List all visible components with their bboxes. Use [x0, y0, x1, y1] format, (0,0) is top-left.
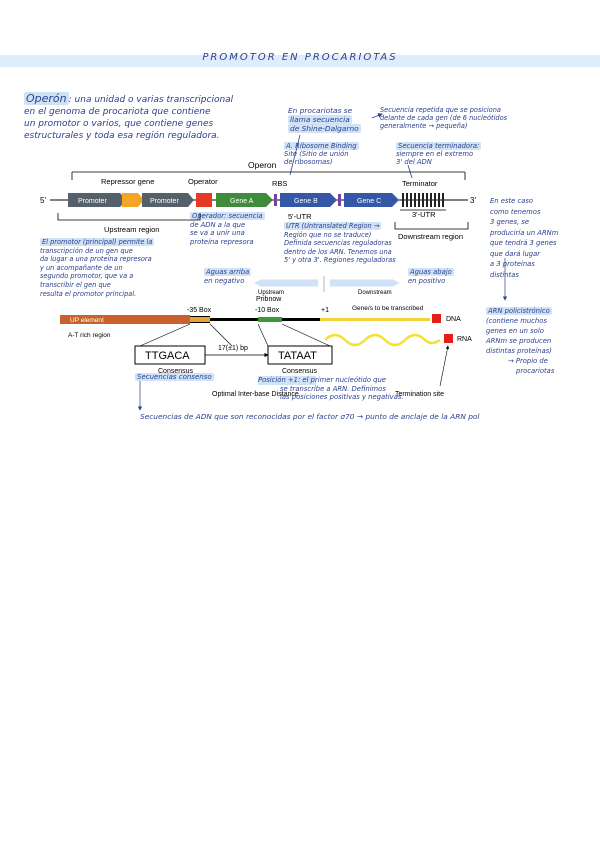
- promoter-label-1: Promoter: [78, 198, 107, 205]
- utr-note: UTR (Untranslated Region → Región que no…: [284, 222, 396, 265]
- up-element-box: [60, 315, 190, 324]
- arrow-to-rbs: [289, 134, 301, 176]
- promoter-box-1: [68, 193, 127, 207]
- terminator-label: Terminator: [402, 179, 438, 188]
- inter-base-label: Optimal Inter-base Distance: [212, 391, 299, 398]
- header-band: [0, 55, 600, 67]
- three-prime-label: 3': [470, 196, 476, 205]
- plus1-label: +1: [321, 307, 329, 314]
- operon-label: Operon: [248, 160, 277, 170]
- arn-policistronico-note: ARN policistrónico (contiene muchos gene…: [486, 307, 555, 375]
- dna-label: DNA: [446, 316, 461, 323]
- seq35-text: TTGACA: [145, 350, 190, 362]
- downstream-region-label: Downstream region: [398, 232, 463, 241]
- minus10-label: -10 Box: [255, 307, 280, 314]
- intro-line-1: en el genoma de procariota que contiene: [24, 107, 211, 117]
- operator-box: [196, 193, 212, 207]
- termination-label: Termination site: [395, 391, 444, 398]
- at-rich-label: A-T rich region: [68, 332, 111, 339]
- terminator-note: Secuencia terminadora: siempre en el ext…: [396, 142, 482, 166]
- repressor-gene-label: Repressor gene: [101, 177, 154, 186]
- utr3-label: 3'-UTR: [412, 210, 436, 219]
- gene-c-label: Gene C: [357, 198, 381, 205]
- intro-line-0: Operón: una unidad o varias transcripcio…: [24, 92, 234, 105]
- consensus-note: Secuencias consenso: [135, 373, 214, 381]
- rna-label: RNA: [457, 336, 472, 343]
- rna-end-box: [444, 334, 453, 343]
- upstream-label: Upstream: [258, 290, 284, 296]
- promoter-label-2: Promoter: [150, 198, 179, 205]
- rbs-note: A. Ribosome Binding Site (Sitio de unión…: [284, 142, 359, 166]
- minus35-box: [190, 317, 210, 322]
- repeats-note: Secuencia repetida que se posiciona dela…: [380, 106, 508, 130]
- gene-b-label: Gene B: [294, 198, 318, 205]
- bottom-note: Secuencias de ADN que son reconocidas po…: [140, 412, 480, 421]
- up-element-label: UP element: [70, 317, 104, 324]
- right-genes-note: En este caso como tenemos 3 genes, se pr…: [490, 197, 559, 279]
- downstream-label: Downstream: [358, 290, 392, 296]
- intro-line-2: un promotor o varios, que contiene genes: [24, 119, 214, 129]
- intro-line-3: estructurales y toda esa región regulado…: [24, 131, 220, 141]
- position-note: Posición +1: el primer nucleótido que se…: [258, 376, 404, 401]
- minus10-box: [258, 317, 282, 322]
- operator-label: Operator: [188, 177, 218, 186]
- termination-box: [432, 314, 441, 323]
- genes-label: Gene/s to be transcribed: [352, 305, 424, 312]
- downstream-note: Aguas abajo en positivo: [408, 268, 454, 285]
- page-title: PROMOTOR EN PROCARIOTAS: [202, 52, 398, 63]
- promoter-box-2: [142, 193, 194, 207]
- consensus-label-10: Consensus: [282, 368, 318, 375]
- spacing-label: 17(±1) bp: [218, 345, 248, 352]
- minus35-label: -35 Box: [187, 307, 212, 314]
- five-prime-label: 5': [40, 196, 46, 205]
- arrow-shine-to-repeats: [371, 113, 383, 119]
- utr5-label: 5'-UTR: [288, 212, 312, 221]
- shine-dalgarno-note: En procariotas se llama secuencia de Shi…: [288, 106, 361, 133]
- intro-term: Operón: [24, 92, 69, 105]
- gene-a-box: [216, 193, 273, 207]
- gene-b-box: [280, 193, 337, 207]
- gene-a-label: Gene A: [230, 198, 254, 205]
- seq10-text: TATAAT: [278, 350, 317, 362]
- consensus-label-35: Consensus: [158, 368, 194, 375]
- terminator-bars: [402, 193, 444, 207]
- operator-note: Operador: secuencia de ADN a la que se v…: [190, 212, 265, 246]
- arrow-to-terminator: [407, 164, 413, 179]
- rna-wave: [324, 333, 441, 347]
- upstream-region-label: Upstream region: [104, 225, 159, 234]
- rbs-label: RBS: [272, 179, 287, 188]
- repressor-gene-box: [122, 193, 144, 207]
- pribnow-label: Pribnow: [256, 296, 282, 303]
- intro-block: Operón: una unidad o varias transcripcio…: [24, 92, 274, 142]
- promotor-note: El promotor (principal) permite la trans…: [40, 238, 155, 298]
- upstream-note: Aguas arriba en negativo: [204, 268, 252, 285]
- gene-c-box: [344, 193, 399, 207]
